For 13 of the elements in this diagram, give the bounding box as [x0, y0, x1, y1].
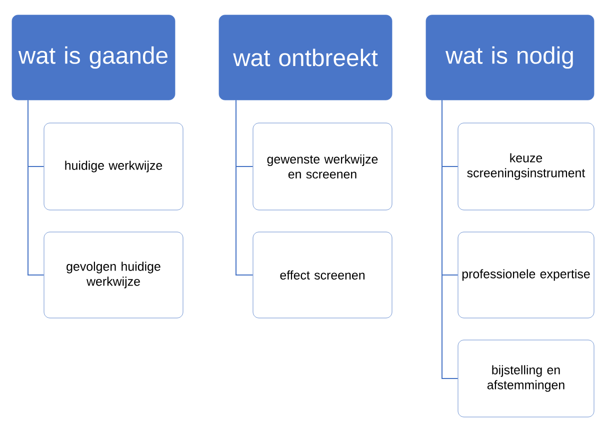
item-box: gevolgen huidige werkwijze [44, 232, 184, 318]
item-box: huidige werkwijze [44, 122, 184, 210]
connector [28, 100, 44, 276]
category-header: wat is gaande [12, 14, 176, 100]
item-box: keuze screeningsinstrument [458, 122, 594, 210]
item-box: effect screenen [252, 232, 392, 318]
item-box: professionele expertise [458, 232, 594, 318]
connector [236, 100, 254, 276]
category-header: wat ontbreekt [218, 14, 392, 100]
connector [442, 100, 458, 379]
item-box: gewenste werkwijze en screenen [252, 122, 392, 210]
category-header: wat is nodig [426, 14, 594, 100]
item-box: bijstelling en afstemmingen [458, 340, 594, 418]
